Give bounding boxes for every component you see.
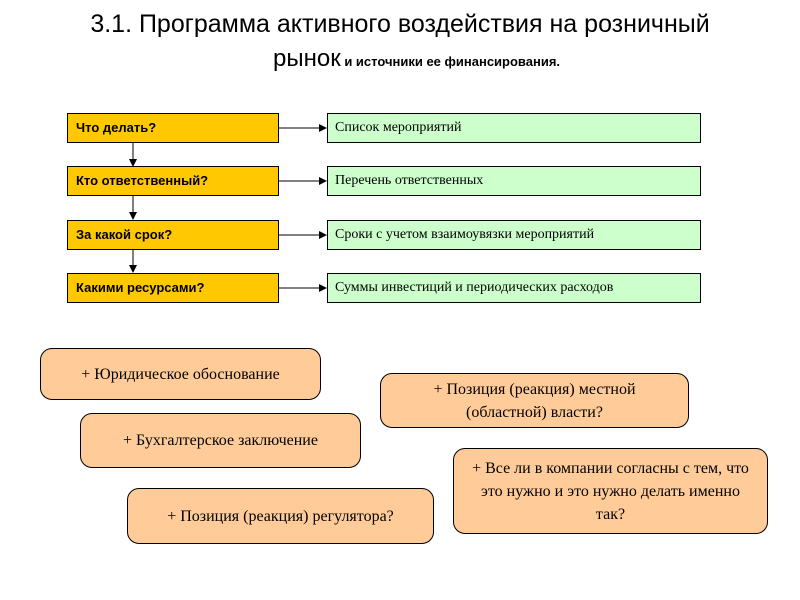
note-company-agreement: + Все ли в компании согласны с тем, что …	[453, 448, 768, 534]
answer-deadlines: Сроки с учетом взаимоувязки мероприятий	[327, 220, 701, 250]
note-local-authority: + Позиция (реакция) местной (областной) …	[380, 373, 689, 428]
subtitle-small: и источники ее финансирования.	[340, 54, 561, 69]
answer-activities: Список мероприятий	[327, 113, 701, 143]
subtitle-big: рынок	[273, 45, 341, 72]
answer-investments: Суммы инвестиций и периодических расходо…	[327, 273, 701, 303]
question-who: Кто ответственный?	[67, 166, 279, 196]
note-accounting: + Бухгалтерское заключение	[80, 413, 361, 468]
question-what: Что делать?	[67, 113, 279, 143]
answer-responsibles: Перечень ответственных	[327, 166, 701, 196]
note-regulator: + Позиция (реакция) регулятора?	[127, 488, 434, 544]
page-subtitle: рынок и источники ее финансирования.	[273, 45, 560, 73]
question-when: За какой срок?	[67, 220, 279, 250]
question-resources: Какими ресурсами?	[67, 273, 279, 303]
note-legal: + Юридическое обоснование	[40, 348, 321, 400]
page-title: 3.1. Программа активного воздействия на …	[90, 10, 710, 38]
